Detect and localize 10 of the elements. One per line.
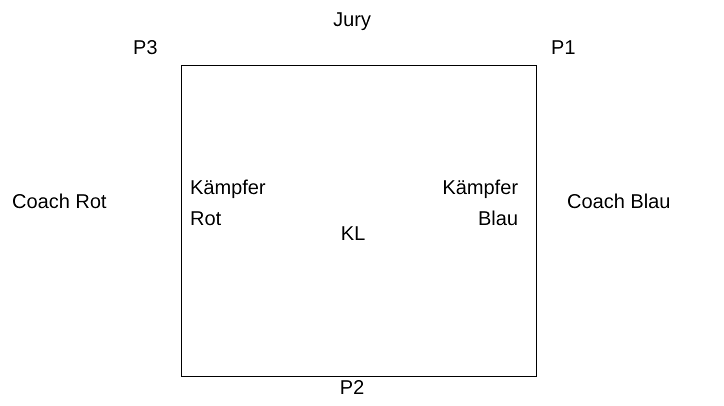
position-label: P2 <box>340 376 364 401</box>
referee-label: KL <box>340 222 366 247</box>
coach-label: Coach Rot <box>12 190 106 215</box>
jury-label: Jury <box>333 8 371 33</box>
position-label: P3 <box>133 36 158 61</box>
competition-area <box>181 65 537 377</box>
fighter-label: Kämpfer Rot <box>190 176 267 232</box>
position-label: P1 <box>551 36 576 61</box>
fighter-label: Kämpfer Blau <box>441 176 518 232</box>
coach-label: Coach Blau <box>567 190 670 215</box>
